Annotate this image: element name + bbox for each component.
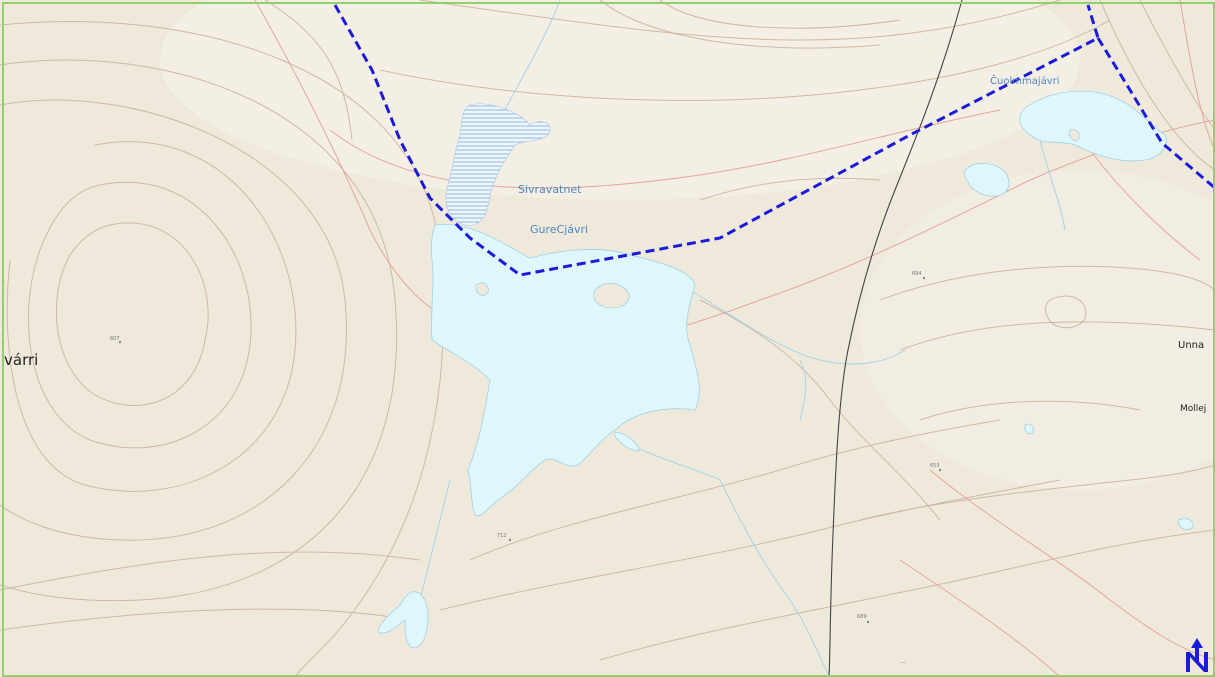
place-label-unna: Unna — [1178, 340, 1205, 351]
islands — [475, 129, 1080, 309]
pond — [1177, 518, 1194, 530]
lake-label-northeast: Čuolmmajávri — [990, 76, 1060, 87]
road-lines — [254, 0, 1215, 677]
power-line — [828, 0, 963, 677]
place-label-varri: várri — [4, 351, 39, 369]
spot-height-label: 689 — [857, 614, 867, 620]
lake-label-sivravatnet: Sivravatnet — [518, 183, 582, 196]
municipal-boundary — [1096, 37, 1215, 190]
north-arrow-icon — [1186, 638, 1208, 672]
spot-height-label: 712 — [497, 533, 507, 539]
land-highlight — [860, 170, 1215, 490]
marsh-area — [445, 103, 551, 226]
pond — [1024, 423, 1034, 435]
spot-height-label: 607 — [110, 336, 120, 342]
spot-height-label: 653 — [930, 463, 940, 469]
municipal-boundary — [333, 4, 1100, 277]
lakes — [377, 90, 1194, 649]
lake-label-gurecjavri: GureCjávri — [530, 223, 589, 236]
place-label-mollej: Mollej — [1180, 404, 1207, 414]
pond — [964, 163, 1010, 197]
pond — [614, 431, 641, 451]
pond — [377, 591, 429, 649]
lake-northeast — [1019, 90, 1167, 162]
spot-height-label: --- — [900, 660, 906, 666]
spot-height-label: 694 — [912, 271, 922, 277]
spot-height-markers — [118, 276, 942, 624]
land-highlight — [160, 0, 1080, 200]
stream-lines — [419, 0, 1066, 677]
lake-gurecjavri — [431, 223, 700, 517]
